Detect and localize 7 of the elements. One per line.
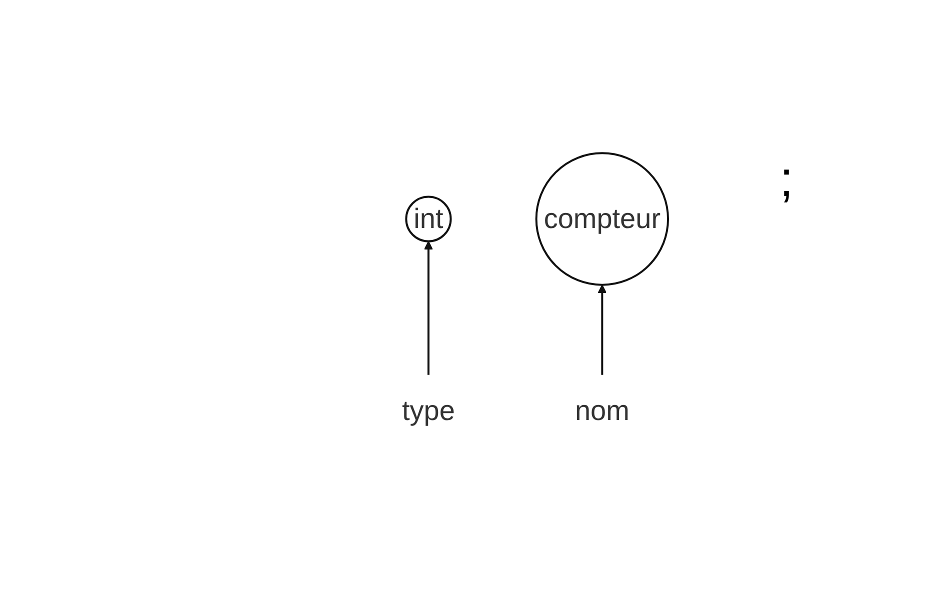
semicolon-text: ; — [780, 150, 794, 208]
node-circle: compteur — [534, 152, 669, 286]
node-text: nom — [574, 394, 629, 426]
arrow — [597, 284, 606, 375]
node-text: type — [402, 394, 454, 426]
arrow — [424, 240, 432, 375]
node-circle: int — [404, 196, 452, 242]
